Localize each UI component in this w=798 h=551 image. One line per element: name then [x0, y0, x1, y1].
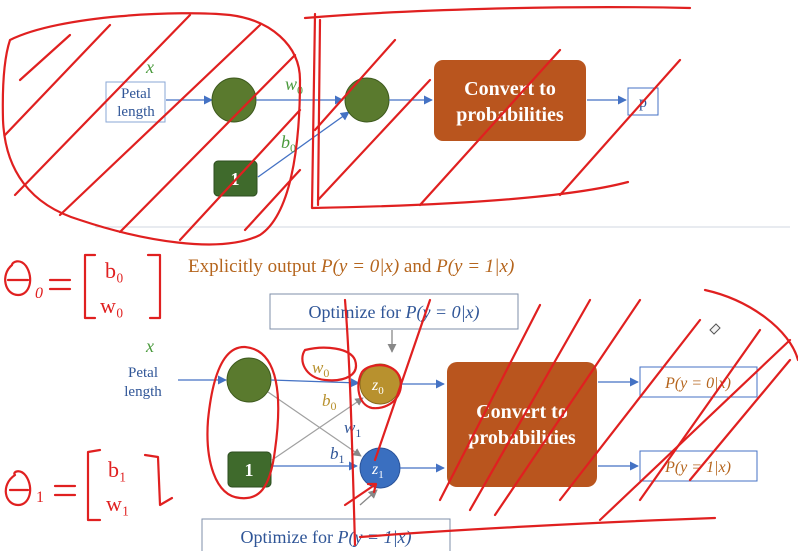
- annotation-hatch-6: [178, 108, 302, 242]
- annotation-vertical-divider: [343, 298, 357, 547]
- annotation-bottom-right-line: [358, 516, 717, 539]
- z1-neuron: [359, 447, 401, 489]
- annotation-theta1-text: 1: [36, 489, 44, 506]
- label-b1: b1: [330, 444, 345, 466]
- bottom-input-label-1: Petal: [128, 365, 158, 381]
- annotation-top-right-hatch-3: [418, 48, 562, 207]
- top-convert-line1: Convert to: [464, 78, 556, 100]
- top-bias-b0: b0: [281, 132, 296, 155]
- bottom-convert-line1: Convert to: [476, 401, 568, 423]
- out1-label: P(y = 1|x): [664, 459, 731, 476]
- top-input-label-1: Petal: [121, 86, 151, 102]
- caption: Explicitly output P(y = 0|x) and P(y = 1…: [188, 256, 514, 277]
- annotation-right-edge: [703, 288, 798, 362]
- annotation-theta0-b0: b₀: [105, 258, 124, 283]
- annotation-theta0-w0: w₀: [100, 293, 124, 318]
- annotation-hatch-3: [13, 13, 192, 197]
- annotation-z1-arrow: [343, 482, 378, 507]
- annotation-bottom-hatch-3: [468, 298, 592, 512]
- annotation-theta1-w1: w₁: [106, 491, 130, 516]
- z0-label: z0: [371, 377, 384, 397]
- annotation-bottom-oval: [206, 345, 280, 500]
- annotation-theta1-bracket-r: [143, 453, 174, 507]
- bottom-convert-line2: probabilities: [468, 427, 576, 449]
- optimize0-box: [269, 293, 519, 330]
- annotation-bottom-hatch-4: [493, 298, 642, 517]
- top-input-label-2: length: [117, 104, 155, 120]
- annotation-bottom-hatch-1: [373, 298, 432, 462]
- top-output-box: [627, 87, 659, 116]
- annotation-bottom-hatch-6: [638, 328, 762, 502]
- edge-b0: [271, 397, 364, 461]
- top-input-box: [105, 81, 166, 123]
- annotation-hatch-1: [18, 33, 72, 82]
- annotation-theta0-text: 0: [35, 285, 43, 302]
- label-b0: b0: [322, 391, 337, 413]
- annotation-top-right-hatch-1: [313, 38, 397, 132]
- annotation-top-right-hatch-4: [558, 58, 682, 197]
- top-sum-neuron: [344, 77, 390, 123]
- annotation-hatch-4: [58, 23, 262, 217]
- bottom-input-var: x: [145, 336, 154, 356]
- bottom-input-label-2: length: [124, 384, 162, 400]
- annotation-bottom-hatch-8: [598, 338, 792, 522]
- optimize1-label: Optimize for P(y = 1|x): [240, 527, 411, 548]
- bottom-bias-node-label: 1: [245, 460, 254, 480]
- top-convert-box: [434, 60, 586, 141]
- edge-w0: [270, 378, 360, 388]
- top-convert-line2: probabilities: [456, 104, 564, 126]
- pencil-cursor-icon: [709, 323, 721, 335]
- annotation-theta0-bracket-l: [83, 253, 97, 320]
- optimize1-box: [201, 518, 451, 551]
- bottom-input-box: [105, 360, 179, 404]
- bottom-diagram: Optimize for P(y = 0|x) x Petal length 1…: [105, 293, 758, 551]
- annotation-bottom-hatch-2: [438, 303, 542, 502]
- annotation-theta1: [4, 470, 32, 507]
- bottom-input-neuron: [226, 357, 272, 403]
- annotation-hatch-7: [243, 168, 302, 232]
- bottom-convert-box: [447, 362, 597, 487]
- annotation-hatch-2: [3, 23, 112, 137]
- z1-label: z1: [371, 461, 384, 481]
- annotation-theta0-eq: [48, 278, 72, 291]
- annotation-top-right-hatch-2: [316, 78, 432, 202]
- out0-label: P(y = 0|x): [664, 375, 731, 392]
- top-edge-b0: [257, 111, 350, 178]
- label-w1: w1: [344, 418, 361, 440]
- edge-w1: [267, 391, 362, 457]
- out1-box: [639, 450, 758, 482]
- annotation-bottom-hatch-5: [558, 318, 702, 502]
- optimize0-label: Optimize for P(y = 0|x): [308, 302, 479, 323]
- annotation-theta0-bracket-r: [146, 253, 162, 320]
- annotation-theta1-eq: [53, 484, 77, 497]
- top-input-var: x: [145, 57, 154, 77]
- label-w0: w0: [312, 358, 329, 380]
- annotation-bottom-hatch-7: [688, 358, 792, 482]
- annotation-top-left-loop: [1, 12, 302, 246]
- annotation-theta1-bracket-l: [86, 448, 102, 522]
- annotation-theta0: [4, 260, 32, 297]
- annotation-theta1-b1: b₁: [108, 457, 127, 482]
- annotation-hatch-5: [118, 53, 297, 234]
- top-diagram: x Petal length w0 1 b0 Convert to probab…: [105, 57, 659, 197]
- red-annotations: 0 b₀ w₀ 1 b₁ w₁: [1, 6, 798, 547]
- annotation-top-right-box: [303, 6, 692, 210]
